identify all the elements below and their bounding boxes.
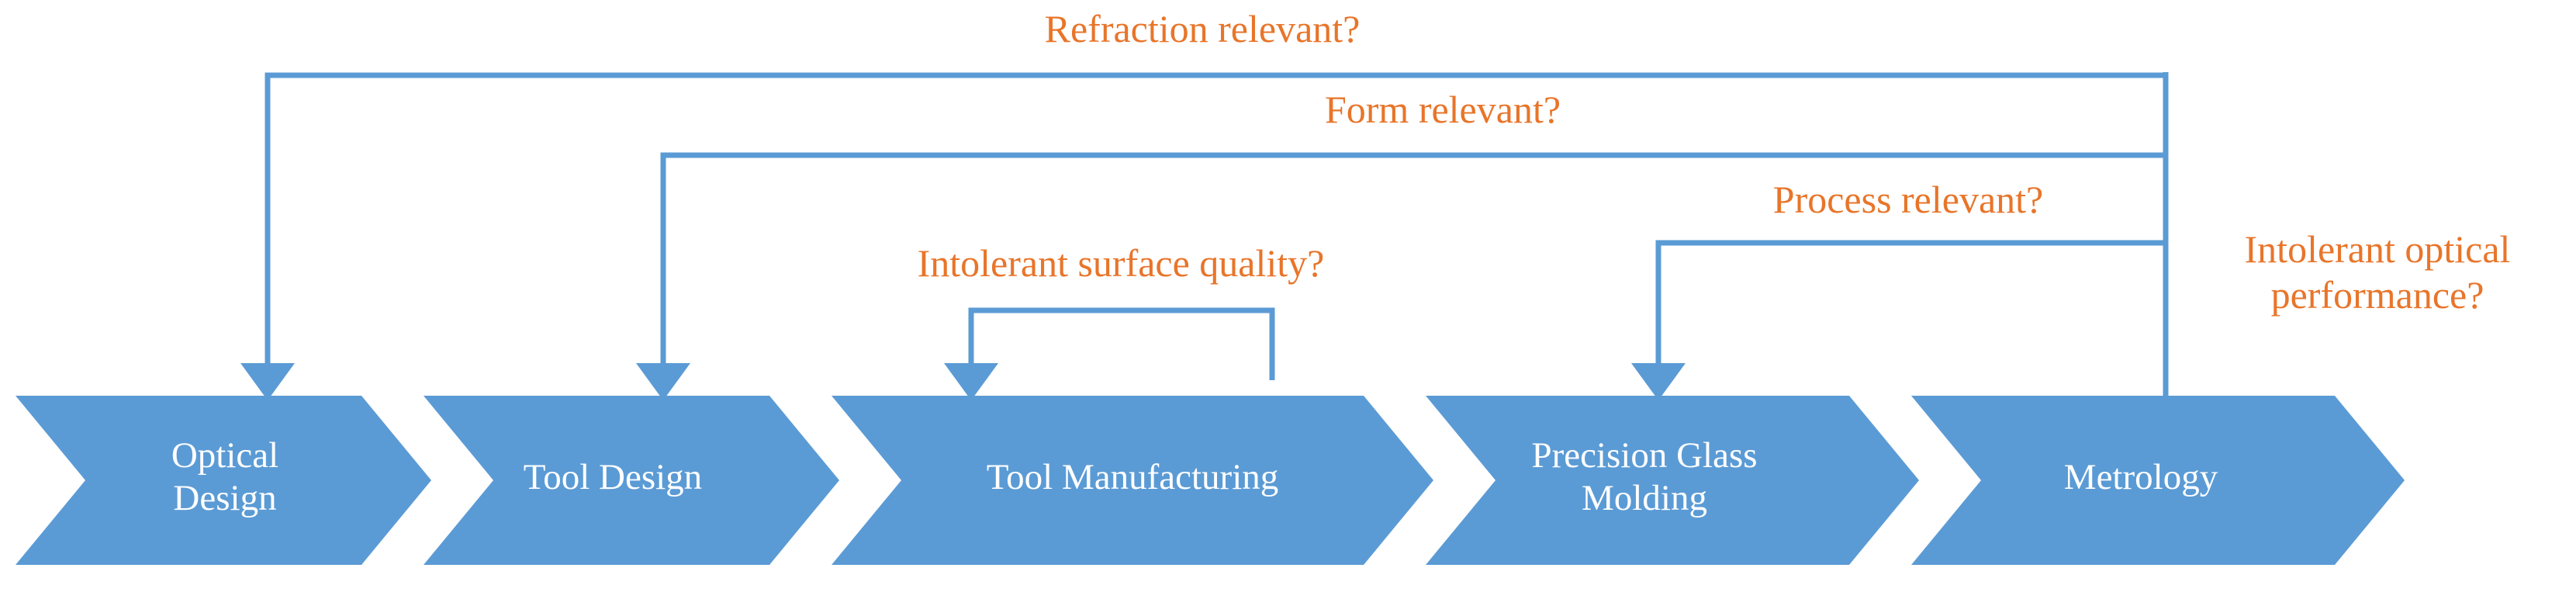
loop-label-intolerant-surface-quality[interactable]: Intolerant surface quality? xyxy=(917,241,1325,285)
loop-label-process-relevant[interactable]: Process relevant? xyxy=(1772,178,2044,221)
chevron-optical-design[interactable] xyxy=(16,396,431,565)
loop-label-intolerant-optical-performance[interactable]: Intolerant optical performance? xyxy=(2244,227,2511,317)
chevron-tool-manufacturing[interactable] xyxy=(832,396,1433,565)
arrowhead-process-relevant xyxy=(1631,363,1686,400)
loop-label-form-relevant[interactable]: Form relevant? xyxy=(1324,88,1561,131)
chevron-precision-glass-molding[interactable] xyxy=(1426,396,1919,565)
arrowhead-refraction-relevant xyxy=(240,363,295,400)
chevron-metrology[interactable] xyxy=(1911,396,2405,565)
arrowhead-form-relevant xyxy=(636,363,690,400)
connector-intolerant-surface-quality xyxy=(968,307,1275,380)
arrowhead-intolerant-surface-quality xyxy=(944,363,998,400)
chevron-band xyxy=(16,396,2405,565)
connector-refraction-relevant xyxy=(265,72,2166,365)
connector-form-relevant xyxy=(660,152,2166,365)
arrowhead-group xyxy=(240,363,1686,400)
chevron-tool-design[interactable] xyxy=(424,396,839,565)
loop-label-refraction-relevant[interactable]: Refraction relevant? xyxy=(1044,7,1361,50)
connector-process-relevant xyxy=(1655,240,2166,365)
feedback-connector-group xyxy=(265,72,2169,403)
